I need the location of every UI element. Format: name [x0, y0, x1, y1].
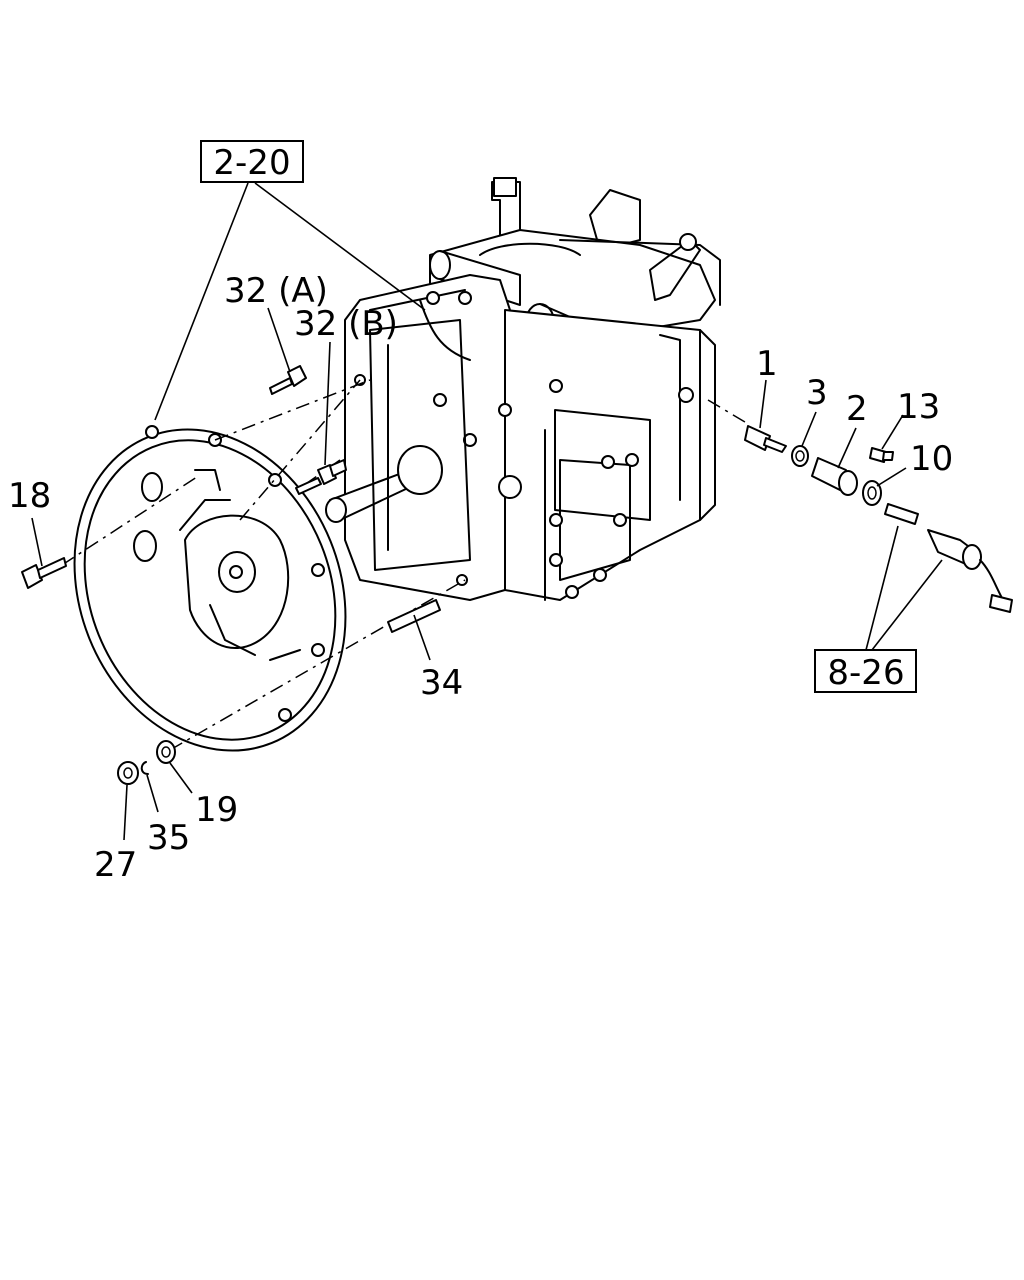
part-8-26-sensor [927, 529, 1013, 613]
part-8-26-pin [884, 503, 919, 525]
ref-box-2-20[interactable]: 2-20 [200, 140, 304, 183]
callout-34: 34 [420, 663, 463, 703]
callout-2: 2 [846, 389, 868, 429]
nut-27 [117, 761, 139, 785]
callout-10: 10 [910, 439, 953, 479]
part-1-fitting [744, 425, 787, 453]
callout-35: 35 [147, 818, 190, 858]
bolt-32a [269, 365, 307, 395]
ref-8-26-label: 8-26 [827, 653, 904, 693]
lock-washer-35 [140, 761, 149, 775]
callout-32a: 32 (A) [224, 271, 328, 311]
callout-19: 19 [195, 790, 238, 830]
callout-27: 27 [94, 845, 137, 885]
ref-2-20-label: 2-20 [213, 143, 290, 183]
callout-1: 1 [756, 344, 778, 384]
part-10-collar [862, 480, 882, 506]
callout-13: 13 [897, 387, 940, 427]
callout-18: 18 [8, 476, 51, 516]
part-2-switch [811, 457, 858, 496]
clutch-housing [73, 425, 347, 752]
transmission-body [325, 177, 721, 601]
ref-box-8-26[interactable]: 8-26 [814, 649, 917, 693]
callout-3: 3 [806, 373, 828, 413]
stud-32b [295, 459, 347, 495]
washer-19 [156, 740, 176, 764]
case-bolts [354, 291, 694, 599]
bolt-18 [21, 557, 67, 589]
part-13-bolt [869, 447, 894, 463]
leader-lines [31, 182, 943, 841]
part-3-oring [791, 445, 809, 467]
callout-32b: 32 (B) [294, 304, 398, 344]
